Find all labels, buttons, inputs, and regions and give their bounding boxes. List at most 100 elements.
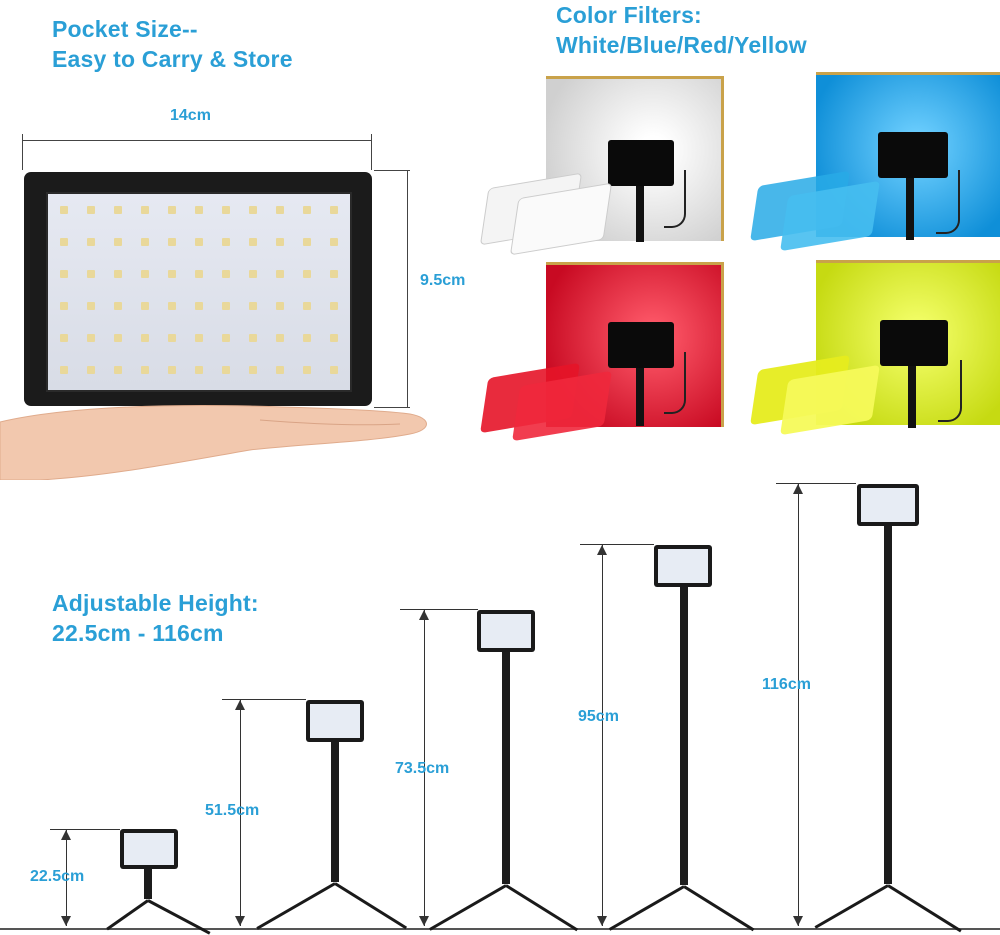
dim-arrow-top-51-5 <box>235 700 245 710</box>
dim-arrow-top-22-5 <box>61 830 71 840</box>
led-dot <box>222 238 230 246</box>
height-label: 9.5cm <box>420 272 466 289</box>
dim-line-95 <box>602 545 603 926</box>
dim-arrow-bottom-73-5 <box>419 916 429 926</box>
stand-leg-73-5-right <box>505 884 579 932</box>
dim-line-116 <box>798 484 799 926</box>
stand-pole-73-5 <box>502 652 510 884</box>
height-dimension-line <box>374 170 410 408</box>
led-dot <box>114 238 122 246</box>
stand-leg-95-left <box>608 885 685 931</box>
width-dimension-line <box>22 134 372 170</box>
stand-light-51-5 <box>306 700 364 742</box>
stand-pole-116 <box>884 526 892 884</box>
led-dot <box>60 238 68 246</box>
stand-leg-73-5-left <box>429 884 507 931</box>
led-dot <box>249 334 257 342</box>
led-dot <box>222 206 230 214</box>
led-dot <box>114 302 122 310</box>
stand-pole-95 <box>680 587 688 885</box>
led-grid <box>60 206 338 374</box>
led-dot <box>222 302 230 310</box>
led-dot <box>276 366 284 374</box>
led-dot <box>330 270 338 278</box>
mini-pole-white <box>636 186 644 242</box>
led-dot <box>168 238 176 246</box>
stand-leg-95-right <box>683 885 755 932</box>
led-dot <box>60 366 68 374</box>
stand-leg-51-5-left <box>256 882 336 930</box>
led-dot <box>87 206 95 214</box>
led-dot <box>60 206 68 214</box>
led-dot <box>114 270 122 278</box>
color-filters-title-line2: White/Blue/Red/Yellow <box>556 32 807 58</box>
dim-line-22-5 <box>66 830 67 926</box>
led-dot <box>330 334 338 342</box>
led-dot <box>87 334 95 342</box>
led-dot <box>330 206 338 214</box>
led-dot <box>141 206 149 214</box>
led-dot <box>60 334 68 342</box>
dim-tick-95 <box>580 544 654 545</box>
led-dot <box>141 302 149 310</box>
led-dot <box>114 366 122 374</box>
led-dot <box>114 206 122 214</box>
height-label-73-5: 73.5cm <box>395 760 450 777</box>
dim-arrow-bottom-51-5 <box>235 916 245 926</box>
led-dot <box>276 334 284 342</box>
led-dot <box>276 206 284 214</box>
led-dot <box>249 302 257 310</box>
stand-leg-116-left <box>814 884 889 929</box>
led-dot <box>195 366 203 374</box>
led-dot <box>276 302 284 310</box>
led-dot <box>141 238 149 246</box>
dim-arrow-bottom-22-5 <box>61 916 71 926</box>
mini-pole-yellow <box>908 366 916 428</box>
mini-pole-red <box>636 368 644 426</box>
led-panel <box>24 172 372 406</box>
pocket-size-title: Pocket Size-- Easy to Carry & Store <box>52 14 293 74</box>
led-dot <box>141 270 149 278</box>
led-dot <box>195 302 203 310</box>
led-dot <box>195 238 203 246</box>
led-dot <box>330 366 338 374</box>
led-dot <box>249 206 257 214</box>
led-dot <box>303 302 311 310</box>
adjustable-height-title-line2: 22.5cm - 116cm <box>52 620 224 646</box>
led-dot <box>222 334 230 342</box>
pocket-size-title-line1: Pocket Size-- <box>52 16 198 42</box>
led-dot <box>168 334 176 342</box>
mini-cable-blue <box>936 170 960 234</box>
stand-light-22-5 <box>120 829 178 869</box>
adjustable-height-title-line1: Adjustable Height: <box>52 590 259 616</box>
stand-light-116 <box>857 484 919 526</box>
height-label-95: 95cm <box>578 708 619 725</box>
mini-light-yellow <box>880 320 948 366</box>
led-dot <box>303 334 311 342</box>
led-dot <box>303 206 311 214</box>
led-dot <box>276 270 284 278</box>
led-dot <box>87 302 95 310</box>
dim-line-51-5 <box>240 700 241 926</box>
pocket-size-title-line2: Easy to Carry & Store <box>52 46 293 72</box>
led-dot <box>168 270 176 278</box>
color-filters-title: Color Filters: White/Blue/Red/Yellow <box>556 0 807 60</box>
mini-light-white <box>608 140 674 186</box>
floor-line <box>0 928 1000 930</box>
led-dot <box>87 238 95 246</box>
stand-leg-51-5-right <box>334 882 408 930</box>
mini-pole-blue <box>906 178 914 240</box>
mini-cable-white <box>664 170 686 228</box>
led-dot <box>195 206 203 214</box>
mini-cable-red <box>664 352 686 414</box>
led-dot <box>249 366 257 374</box>
led-dot <box>168 302 176 310</box>
height-label-22-5: 22.5cm <box>30 868 85 885</box>
led-dot <box>87 270 95 278</box>
led-dot <box>195 270 203 278</box>
led-dot <box>114 334 122 342</box>
led-dot <box>168 206 176 214</box>
stand-pole-22-5 <box>144 869 152 899</box>
stand-leg-116-right <box>887 884 962 933</box>
stand-light-73-5 <box>477 610 535 652</box>
